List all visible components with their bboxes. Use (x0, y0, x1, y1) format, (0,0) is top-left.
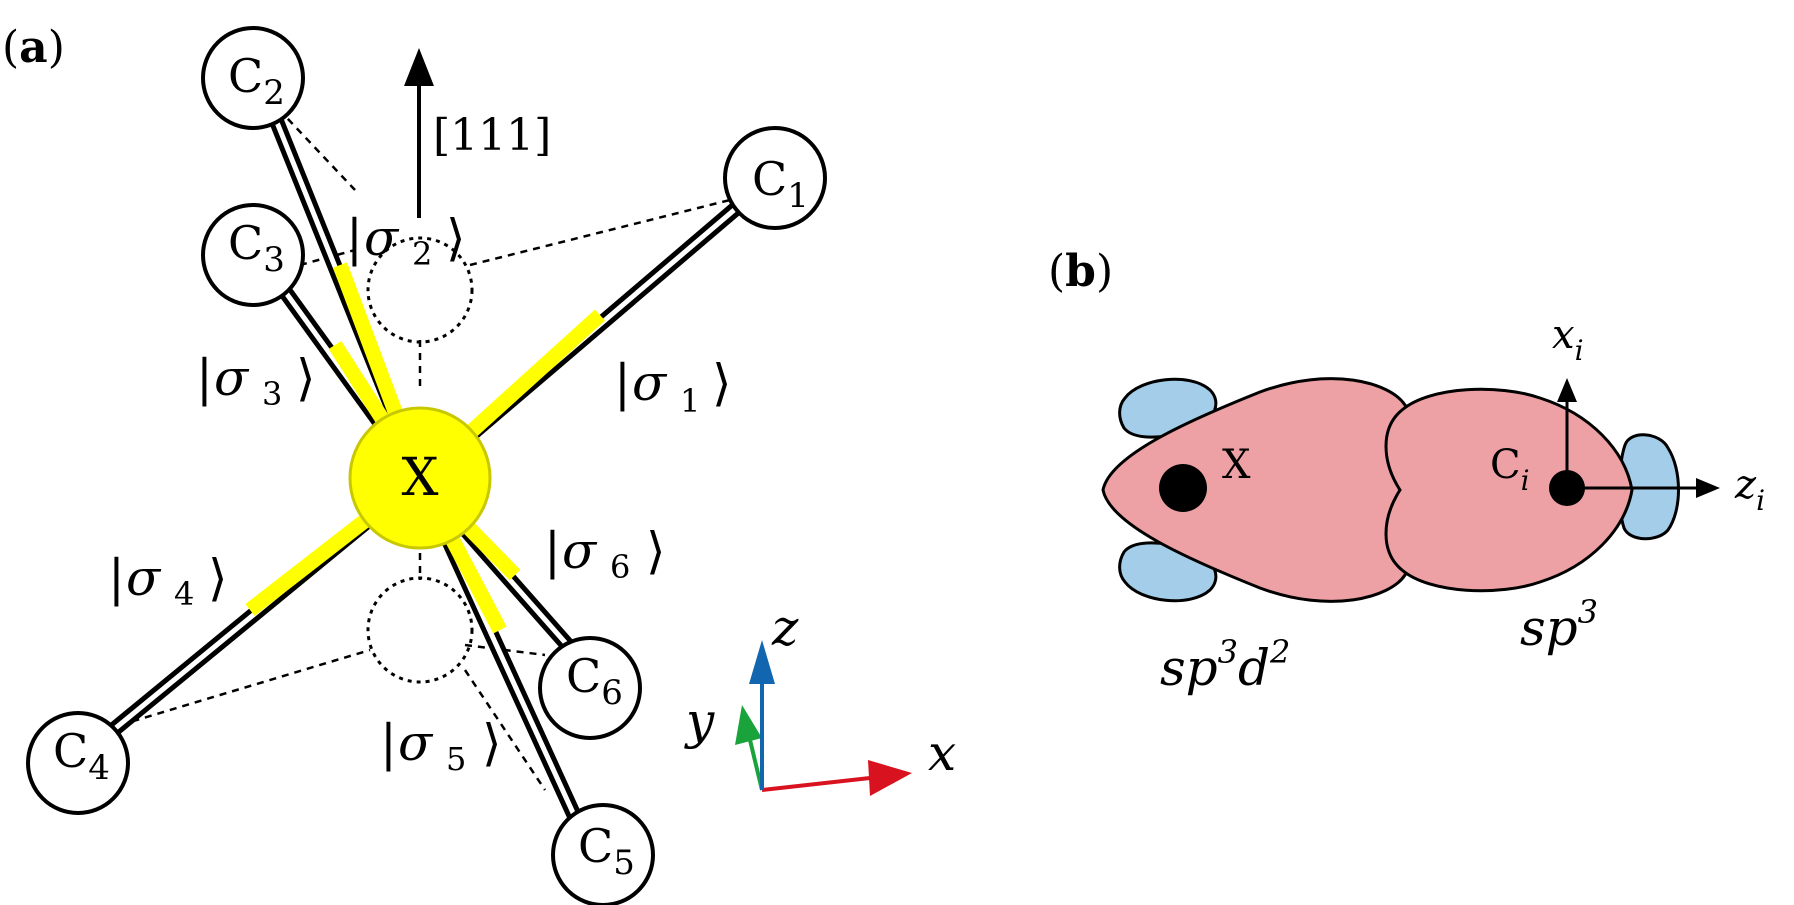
carbon-c1: C1 (723, 126, 827, 230)
hybrid-label-right: sp3 (1520, 593, 1598, 657)
svg-text:|: | (544, 522, 561, 580)
local-z-label: zi (1734, 462, 1765, 517)
svg-text:σ: σ (632, 354, 668, 412)
local-x-label: xi (1552, 312, 1584, 367)
svg-text:⟩: ⟩ (446, 209, 466, 267)
y-axis-label: y (684, 692, 715, 750)
svg-text:|: | (196, 349, 213, 407)
panel-a-label: (a) (2, 22, 65, 73)
x-axis-arrow (761, 760, 912, 796)
svg-text:C1: C1 (752, 152, 809, 216)
atom-x-label: X (1222, 442, 1251, 488)
panel-b: (b) X Ci xi zi sp3d2 sp3 (1048, 246, 1765, 697)
svg-text:⟩: ⟩ (296, 349, 316, 407)
hybrid-label-left: sp3d2 (1160, 633, 1290, 697)
svg-text:|: | (346, 209, 363, 267)
svg-text:⟩: ⟩ (712, 354, 732, 412)
ket-sigma-3: | σ 3 ⟩ (196, 349, 316, 413)
svg-text:2: 2 (412, 235, 432, 273)
svg-text:σ: σ (126, 549, 162, 607)
svg-text:C5: C5 (578, 819, 635, 883)
vacancy-circle-bottom (366, 576, 474, 684)
svg-text:⟩: ⟩ (482, 714, 502, 772)
svg-text:|: | (380, 714, 397, 772)
svg-text:3: 3 (262, 375, 282, 413)
ket-sigma-4: | σ 4 ⟩ (108, 549, 228, 613)
ket-sigma-6: | σ 6 ⟩ (544, 522, 666, 586)
direction-111-arrow (404, 48, 434, 218)
svg-text:C2: C2 (228, 49, 285, 113)
svg-text:1: 1 (680, 382, 700, 420)
coordinate-axes: x y z (684, 599, 956, 796)
atom-c-label: Ci (1490, 442, 1530, 497)
panel-a: (a) [111] (2, 22, 956, 905)
svg-text:C6: C6 (566, 649, 623, 713)
carbon-atoms: C1 C2 C3 C4 C5 C6 (26, 26, 827, 905)
svg-text:C4: C4 (53, 724, 110, 788)
svg-text:6: 6 (610, 548, 630, 586)
panel-b-label: (b) (1048, 246, 1113, 297)
svg-text:σ: σ (398, 714, 434, 772)
carbon-c4: C4 (26, 711, 130, 815)
carbon-c3: C3 (201, 203, 305, 307)
svg-text:|: | (108, 549, 125, 607)
svg-text:σ: σ (562, 522, 598, 580)
ket-sigma-5: | σ 5 ⟩ (380, 714, 502, 778)
y-axis-arrow (735, 705, 764, 791)
svg-text:C3: C3 (228, 216, 285, 280)
svg-text:⟩: ⟩ (208, 549, 228, 607)
ket-sigma-2: | σ 2 ⟩ (346, 209, 466, 273)
carbon-c5: C5 (551, 803, 655, 905)
x-axis-label: x (928, 724, 956, 782)
z-axis-arrow (749, 640, 775, 790)
svg-text:σ: σ (214, 349, 250, 407)
direction-111-label: [111] (433, 110, 551, 161)
carbon-c6: C6 (538, 636, 642, 740)
center-atom-x (348, 406, 492, 550)
svg-text:σ: σ (364, 209, 400, 267)
atom-x-dot (1159, 464, 1207, 512)
sp3-lobe (1384, 387, 1634, 593)
local-z-axis (1567, 478, 1720, 498)
ket-sigma-1: | σ 1 ⟩ (614, 354, 732, 420)
center-atom-label: X (401, 448, 438, 508)
orbital-kets: | σ 1 ⟩ | σ 2 ⟩ | σ 3 ⟩ | σ 4 ⟩ (108, 209, 732, 778)
local-x-axis (1557, 378, 1577, 488)
vacancy-circle-top (366, 236, 474, 344)
svg-text:⟩: ⟩ (646, 522, 666, 580)
svg-text:5: 5 (446, 740, 466, 778)
carbon-c2: C2 (201, 26, 305, 130)
z-axis-label: z (771, 599, 799, 657)
svg-text:4: 4 (174, 575, 194, 613)
svg-text:|: | (614, 354, 631, 412)
